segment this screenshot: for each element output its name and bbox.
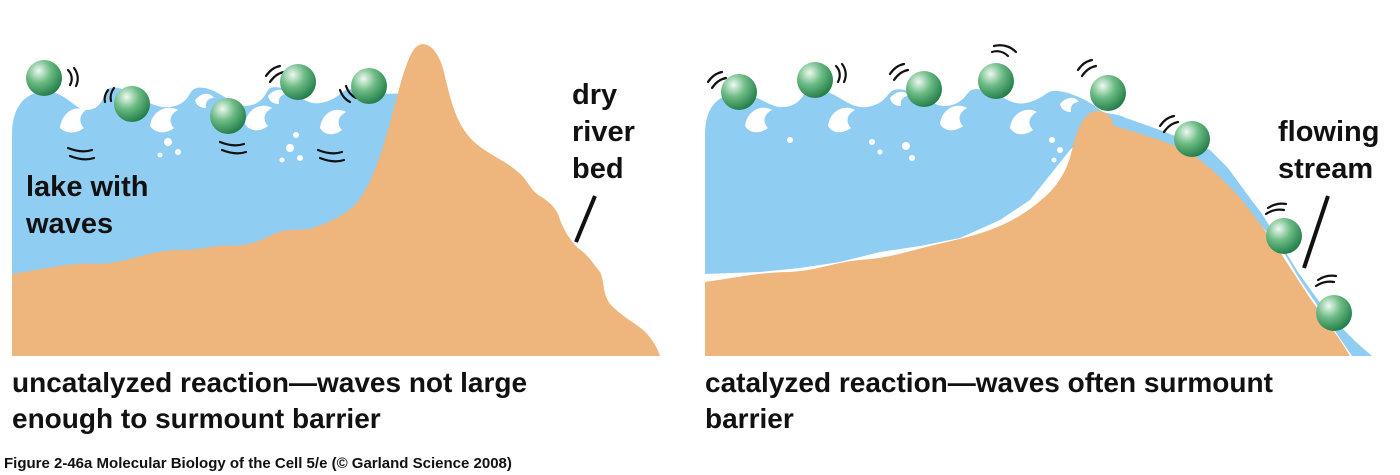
lake-water — [705, 89, 1372, 356]
stream-label: flowing stream — [1278, 116, 1388, 185]
molecule-ball — [1174, 121, 1210, 157]
wave-curls — [745, 91, 1079, 135]
molecules — [26, 60, 387, 134]
wave-curls — [60, 89, 346, 135]
motion-marks — [706, 44, 1338, 288]
molecule-ball — [978, 63, 1014, 99]
molecule-ball — [797, 62, 833, 98]
molecule-ball — [1266, 218, 1302, 254]
left-caption: uncatalyzed reaction—waves not large eno… — [12, 367, 535, 434]
molecule-ball — [114, 86, 150, 122]
left-panel: lake with waves dry river bed uncatalyze… — [12, 44, 660, 434]
molecule-ball — [280, 64, 316, 100]
molecule-ball — [721, 74, 757, 110]
bubbles — [157, 132, 303, 163]
dry-riverbed-label: dry river bed — [572, 79, 643, 185]
molecule-ball — [210, 98, 246, 134]
right-panel: flowing stream catalyzed reaction—waves … — [705, 44, 1388, 434]
molecule-ball — [1090, 75, 1126, 111]
molecule-ball — [26, 60, 62, 96]
lake-label: lake with waves — [25, 171, 157, 240]
molecule-ball — [906, 71, 942, 107]
molecule-ball — [351, 68, 387, 104]
dry-riverbed-pointer — [574, 195, 597, 243]
molecules — [721, 62, 1352, 331]
bubbles — [787, 137, 1063, 163]
figure-credit: Figure 2-46a Molecular Biology of the Ce… — [4, 455, 512, 472]
barrier-land — [705, 110, 1350, 356]
lake-water — [12, 87, 405, 274]
motion-marks — [66, 64, 358, 163]
molecule-ball — [1316, 295, 1352, 331]
barrier-land — [12, 44, 660, 356]
stream-pointer — [1302, 195, 1330, 269]
right-caption: catalyzed reaction—waves often surmount … — [705, 367, 1281, 434]
